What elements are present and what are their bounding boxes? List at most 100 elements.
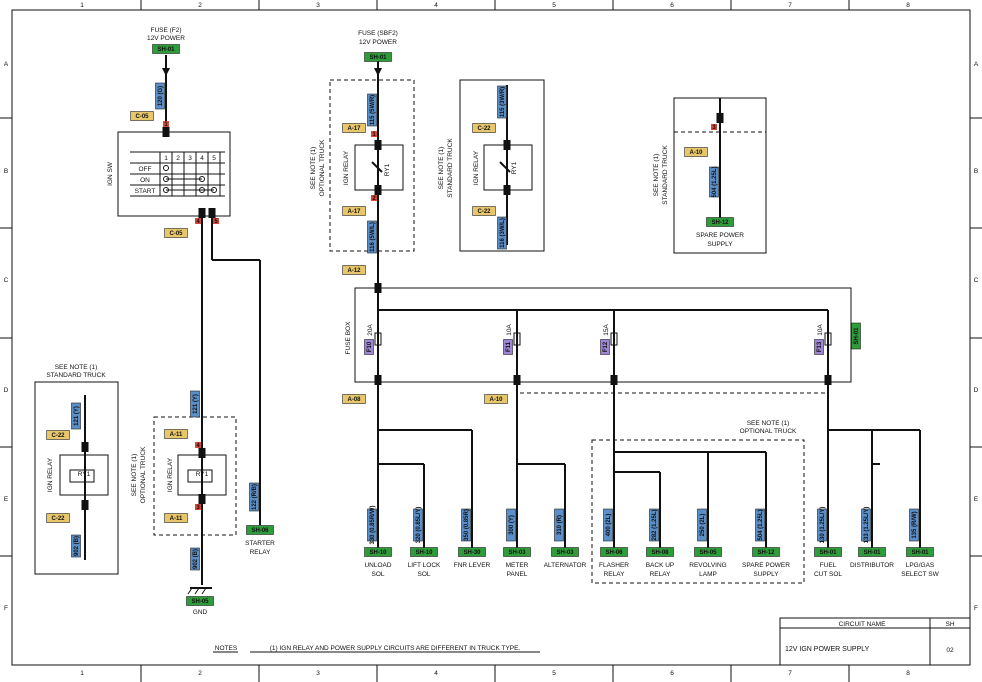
load-ref: SH-01 xyxy=(814,547,842,557)
connector-block xyxy=(374,375,382,385)
std-left-label: IGN RELAY xyxy=(47,457,54,492)
connector-block xyxy=(513,375,521,385)
ign-sw-pin-head: 4 xyxy=(200,155,204,162)
col-label: 4 xyxy=(434,2,438,9)
load-wire: 250 (2L) xyxy=(697,508,707,542)
fuse-box-label: FUSE BOX xyxy=(345,321,352,355)
load-label1: BACK UP xyxy=(646,562,675,569)
connector-block xyxy=(198,448,206,458)
notes-text: (1) IGN RELAY AND POWER SUPPLY CIRCUITS … xyxy=(270,645,521,652)
load-ref: SH-01 xyxy=(858,547,886,557)
gnd-ref-text: SH-05 xyxy=(191,599,209,605)
fuse-f2-ref-text: SH-01 xyxy=(157,47,175,53)
std-left-conn-bottom-text: C-22 xyxy=(51,516,65,522)
fuse-amp: 15A xyxy=(603,324,610,336)
load-wire: 130 (1.25L/Y) xyxy=(817,507,827,544)
load-label2: RELAY xyxy=(650,571,671,578)
fuse-id: F11 xyxy=(503,339,513,355)
load-label2: PANEL xyxy=(507,571,528,578)
std-mid-wire-top: 115 (3W/R) xyxy=(497,85,507,119)
title-header: CIRCUIT NAME xyxy=(839,621,886,628)
connector-block xyxy=(162,127,170,137)
fuse-id: F13 xyxy=(814,339,824,355)
ign-sw-pin-head: 5 xyxy=(212,155,216,162)
load-wire: 320 (0.85L/Y) xyxy=(413,507,423,543)
col-label: 8 xyxy=(906,670,910,677)
fuse-box-outline xyxy=(354,287,852,383)
load-wire-text: 310 (R) xyxy=(557,515,563,535)
load-label1: LIFT LOCK xyxy=(408,562,441,569)
load-ref-text: SH-30 xyxy=(463,550,481,556)
opt-mid-conn-bottom: A-17 xyxy=(342,206,366,216)
ign-sw-wire-in-text: 120 (G) xyxy=(158,86,164,106)
optional-truck-box-left xyxy=(153,416,237,536)
connector-block xyxy=(198,494,206,504)
fuse-id: F10 xyxy=(364,339,374,355)
col-label: 7 xyxy=(788,670,792,677)
connector-block xyxy=(374,283,382,293)
fuse-sbf2-ref: SH-01 xyxy=(364,52,392,62)
ign-sw-conn-top-text: C-05 xyxy=(135,114,149,120)
std-mid-note: SEE NOTE (1) xyxy=(438,147,445,190)
connector-block xyxy=(81,500,89,510)
std-mid-wire-top-text: 115 (3W/R) xyxy=(500,87,506,117)
load-wire-text: 400 (2L) xyxy=(606,514,612,537)
connector-block xyxy=(716,113,724,123)
std-left-wire-top-text: 121 (Y) xyxy=(74,406,80,426)
standard-truck-box-right xyxy=(673,97,767,254)
load-wire: 300 (Y) xyxy=(506,508,516,542)
std-mid-relay-id: RY1 xyxy=(511,161,518,174)
std-mid-conn-bottom-text: C-22 xyxy=(477,209,491,215)
std-left-wire-bottom-text: 902 (B) xyxy=(74,536,80,556)
opt-left-conn-top-text: A-11 xyxy=(170,432,183,438)
spare-top-ref-text: SH-12 xyxy=(711,220,729,226)
load-label1: SPARE POWER xyxy=(742,562,790,569)
std-left-note: SEE NOTE (1) xyxy=(55,364,98,371)
std-mid-label: IGN RELAY xyxy=(473,150,480,185)
ign-sw-pin-head: 3 xyxy=(188,155,192,162)
col-label: 1 xyxy=(80,2,84,9)
std-mid-conn-top-text: C-22 xyxy=(477,126,491,132)
fuse-sbf2-sub: 12V POWER xyxy=(359,39,397,46)
load-ref: SH-08 xyxy=(646,547,674,557)
load-label2: RELAY xyxy=(604,571,625,578)
load-wire-text: 130 (1.25L/Y) xyxy=(820,507,826,544)
std-mid-note2: STANDARD TRUCK xyxy=(447,138,454,198)
connector-block xyxy=(198,208,206,218)
fuse-amp: 10A xyxy=(817,324,824,336)
connector-block xyxy=(374,185,382,195)
load-ref: SH-01 xyxy=(906,547,934,557)
standard-truck-box-mid xyxy=(459,79,545,252)
opt-left-note2: OPTIONAL TRUCK xyxy=(140,446,147,503)
fuse-sbf2-title: FUSE (SBF2) xyxy=(358,30,398,37)
title-block xyxy=(779,617,971,666)
load-wire-text: 282 (1.25L) xyxy=(652,509,658,540)
col-label: 2 xyxy=(198,2,202,9)
col-label: 4 xyxy=(434,670,438,677)
load-ref-text: SH-12 xyxy=(757,550,775,556)
load-wire: 504 (1.25L) xyxy=(755,508,765,542)
ign-sw-position: START xyxy=(135,188,156,195)
opt-left-wire-top: 121 (Y) xyxy=(190,390,200,418)
load-label1: DISTRIBUTOR xyxy=(850,562,894,569)
spare-top-note2: STANDARD TRUCK xyxy=(662,145,669,205)
connector-block xyxy=(208,208,216,218)
std-left-conn-top-text: C-22 xyxy=(51,433,65,439)
fuse-f2-title: FUSE (F2) xyxy=(150,27,181,34)
sheet-number: 02 xyxy=(946,647,954,654)
fuse-box-conn-in-text: A-12 xyxy=(347,268,361,274)
opt-left-label: IGN RELAY xyxy=(167,457,174,492)
load-wire-text: 135 (R/W) xyxy=(912,511,918,538)
opt-left-pin-bottom: 3 xyxy=(195,504,201,511)
relay-coil-left-std xyxy=(59,454,109,496)
load-wire-text: 330 (0.85R/W) xyxy=(370,505,376,544)
connector-block xyxy=(503,140,511,150)
svg-text:1: 1 xyxy=(164,122,168,128)
bottom-opt-note: SEE NOTE (1) xyxy=(747,420,790,427)
std-left-note2: STANDARD TRUCK xyxy=(46,372,106,379)
ign-sw-pin-out-b: 5 xyxy=(213,218,219,225)
load-label2: SUPPLY xyxy=(753,571,779,578)
spare-top-wire-text: 504 (1.25L) xyxy=(712,166,718,197)
fuse-amp: 20A xyxy=(367,324,374,336)
